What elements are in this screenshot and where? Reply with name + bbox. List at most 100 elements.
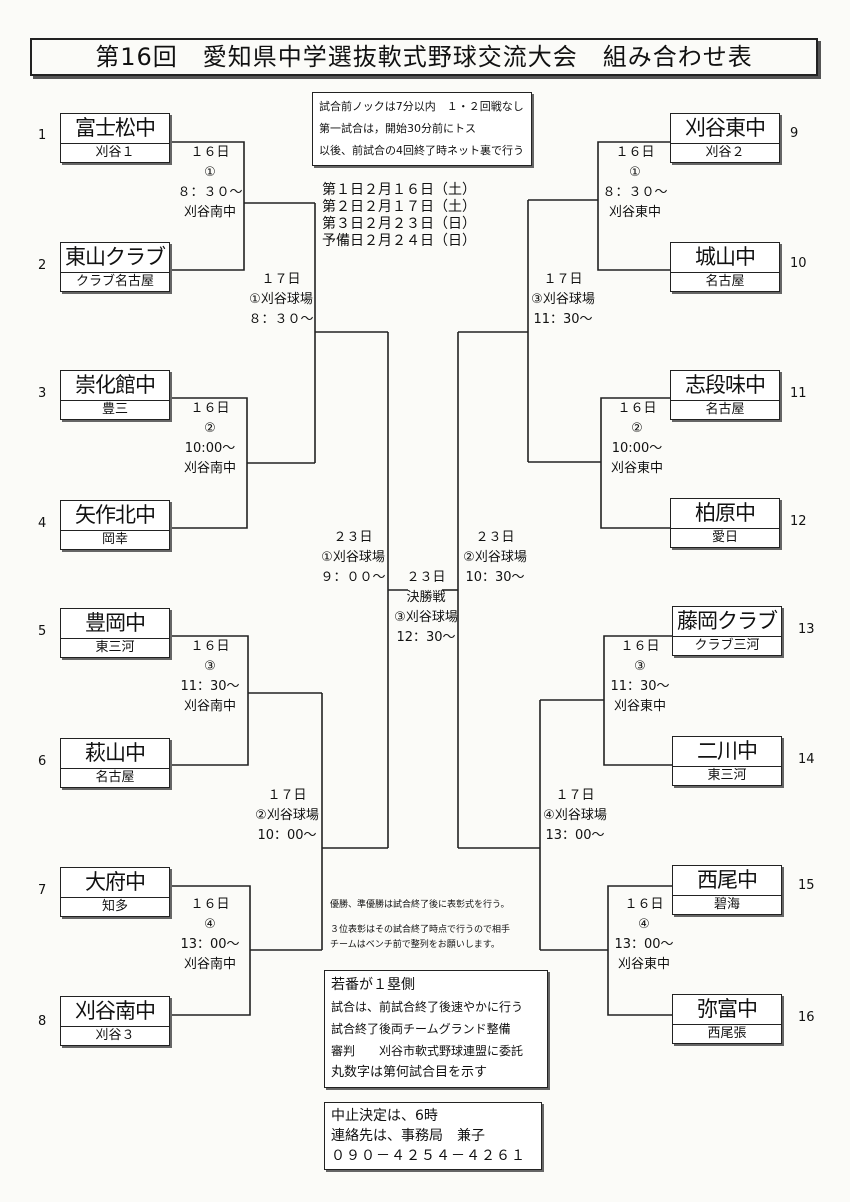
final-game-info: ２３日 決勝戦 ③刈谷球場 12：30～ <box>390 568 462 648</box>
r1-game-info: １６日 ④ 13：00～ 刈谷東中 <box>608 895 680 975</box>
team-region: 名古屋 <box>95 770 135 785</box>
game-day: ２３日 <box>333 530 373 545</box>
team-number: 14 <box>798 752 815 767</box>
game-number: ② <box>204 421 216 436</box>
game-venue: 刈谷南中 <box>183 205 236 220</box>
game-venue: 刈谷東中 <box>608 205 661 220</box>
team-region: 愛日 <box>711 530 738 545</box>
game-day: １６日 <box>617 401 657 416</box>
game-time: 11：30～ <box>610 679 670 694</box>
team-region: 東三河 <box>707 768 747 783</box>
team-card: 二川中 東三河 <box>672 736 782 786</box>
game-time: ８：３０～ <box>248 312 314 327</box>
game-number: ③ <box>204 659 216 674</box>
contact-phone: ０９０－４２５４－４２６１ <box>331 1148 526 1164</box>
r1-game-info: １６日 ③ 11：30～ 刈谷南中 <box>170 637 250 717</box>
game-venue: ②刈谷球場 <box>255 808 319 823</box>
r1-game-info: １６日 ① ８：３０～ 刈谷東中 <box>598 143 672 223</box>
team-number: 9 <box>790 126 799 141</box>
team-name: 西尾中 <box>673 866 781 896</box>
r1-game-info: １６日 ② 10:00～ 刈谷東中 <box>601 399 673 479</box>
r2-game-info: １７日 ④刈谷球場 13：00～ <box>540 786 610 846</box>
team-number: 13 <box>798 622 815 637</box>
team-card: 富士松中 刈谷１ <box>60 113 170 163</box>
game-venue: ③刈谷球場 <box>531 292 595 307</box>
game-day: １６日 <box>190 401 230 416</box>
game-venue: 刈谷南中 <box>183 461 236 476</box>
game-day: １６日 <box>190 897 230 912</box>
game-day: １６日 <box>624 897 664 912</box>
info-line: 試合前ノックは7分以内 １・２回戦なし <box>319 100 524 113</box>
r2-game-info: １７日 ③刈谷球場 11：30～ <box>528 270 598 330</box>
schedule-line: 第２日２月１７日（土） <box>322 199 476 215</box>
team-number: 2 <box>38 258 47 273</box>
team-name: 東山クラブ <box>61 243 169 273</box>
team-name: 藤岡クラブ <box>673 607 781 637</box>
semi-game-info: ２３日 ①刈谷球場 ９：００～ <box>318 528 388 588</box>
team-region: 岡幸 <box>101 532 128 547</box>
game-day: １７日 <box>543 272 583 287</box>
game-venue: 刈谷東中 <box>617 957 670 972</box>
game-time: 12：30～ <box>396 630 456 645</box>
note-line: ３位表彰はその試合終了時点で行うので相手 <box>330 925 511 935</box>
game-time: ８：３０～ <box>177 185 243 200</box>
team-number: 1 <box>38 128 47 143</box>
team-number: 7 <box>38 883 47 898</box>
rule-line: 若番が１塁側 <box>331 977 415 993</box>
contact-line: 中止決定は、6時 <box>331 1108 438 1124</box>
game-day: ２３日 <box>475 530 515 545</box>
game-venue: 刈谷東中 <box>610 461 663 476</box>
team-name: 富士松中 <box>61 114 169 144</box>
team-name: 崇化館中 <box>61 371 169 401</box>
team-card: 豊岡中 東三河 <box>60 608 170 658</box>
team-name: 志段味中 <box>671 371 779 401</box>
team-number: 11 <box>790 386 807 401</box>
team-card: 萩山中 名古屋 <box>60 738 170 788</box>
contact-box: 中止決定は、6時 連絡先は、事務局 兼子 ０９０－４２５４－４２６１ <box>324 1102 542 1170</box>
game-number: ④ <box>204 917 216 932</box>
team-card: 矢作北中 岡幸 <box>60 500 170 550</box>
game-number: ③ <box>634 659 646 674</box>
team-number: 16 <box>798 1010 815 1025</box>
contact-line: 連絡先は、事務局 兼子 <box>331 1128 485 1144</box>
team-name: 豊岡中 <box>61 609 169 639</box>
team-card: 藤岡クラブ クラブ三河 <box>672 606 782 656</box>
team-card: 大府中 知多 <box>60 867 170 917</box>
team-number: 3 <box>38 386 47 401</box>
team-number: 4 <box>38 516 47 531</box>
game-venue: ①刈谷球場 <box>249 292 313 307</box>
team-name: 城山中 <box>671 243 779 273</box>
team-card: 柏原中 愛日 <box>670 498 780 548</box>
team-region: 名古屋 <box>705 274 745 289</box>
team-card: 城山中 名古屋 <box>670 242 780 292</box>
page-title: 第16回 愛知県中学選抜軟式野球交流大会 組み合わせ表 <box>30 38 818 76</box>
r2-game-info: １７日 ①刈谷球場 ８：３０～ <box>246 270 316 330</box>
game-time: ８：３０～ <box>602 185 668 200</box>
game-day: １７日 <box>555 788 595 803</box>
game-number: ④ <box>638 917 650 932</box>
schedule: 第１日２月１６日（土） 第２日２月１７日（土） 第３日２月２３日（日） 予備日２… <box>322 182 476 250</box>
game-number: ① <box>204 165 216 180</box>
note-line: チームはベンチ前で整列をお願いします。 <box>330 940 500 950</box>
team-card: 刈谷東中 刈谷２ <box>670 113 780 163</box>
game-day: １７日 <box>261 272 301 287</box>
game-venue: 刈谷南中 <box>183 699 236 714</box>
award-notes: 優勝、準優勝は試合終了後に表彰式を行う。 ３位表彰はその試合終了時点で行うので相… <box>330 898 570 953</box>
team-card: 西尾中 碧海 <box>672 865 782 915</box>
note-line: 優勝、準優勝は試合終了後に表彰式を行う。 <box>330 900 510 910</box>
rule-line: 審判 刈谷市軟式野球連盟に委託 <box>331 1044 524 1058</box>
team-region: 西尾張 <box>707 1026 747 1041</box>
team-region: クラブ名古屋 <box>75 274 154 289</box>
game-venue: 刈谷南中 <box>183 957 236 972</box>
game-time: 13：00～ <box>614 937 674 952</box>
r1-game-info: １６日 ③ 11：30～ 刈谷東中 <box>604 637 676 717</box>
info-line: 以後、前試合の4回終了時ネット裏で行う <box>319 144 524 157</box>
rule-line: 試合は、前試合終了後速やかに行う <box>331 1000 524 1014</box>
team-card: 弥富中 西尾張 <box>672 994 782 1044</box>
game-time: 11：30～ <box>533 312 593 327</box>
game-time: 11：30～ <box>180 679 240 694</box>
game-day: ２３日 <box>406 570 446 585</box>
game-day: １６日 <box>190 639 230 654</box>
game-time: 10：00～ <box>257 828 317 843</box>
